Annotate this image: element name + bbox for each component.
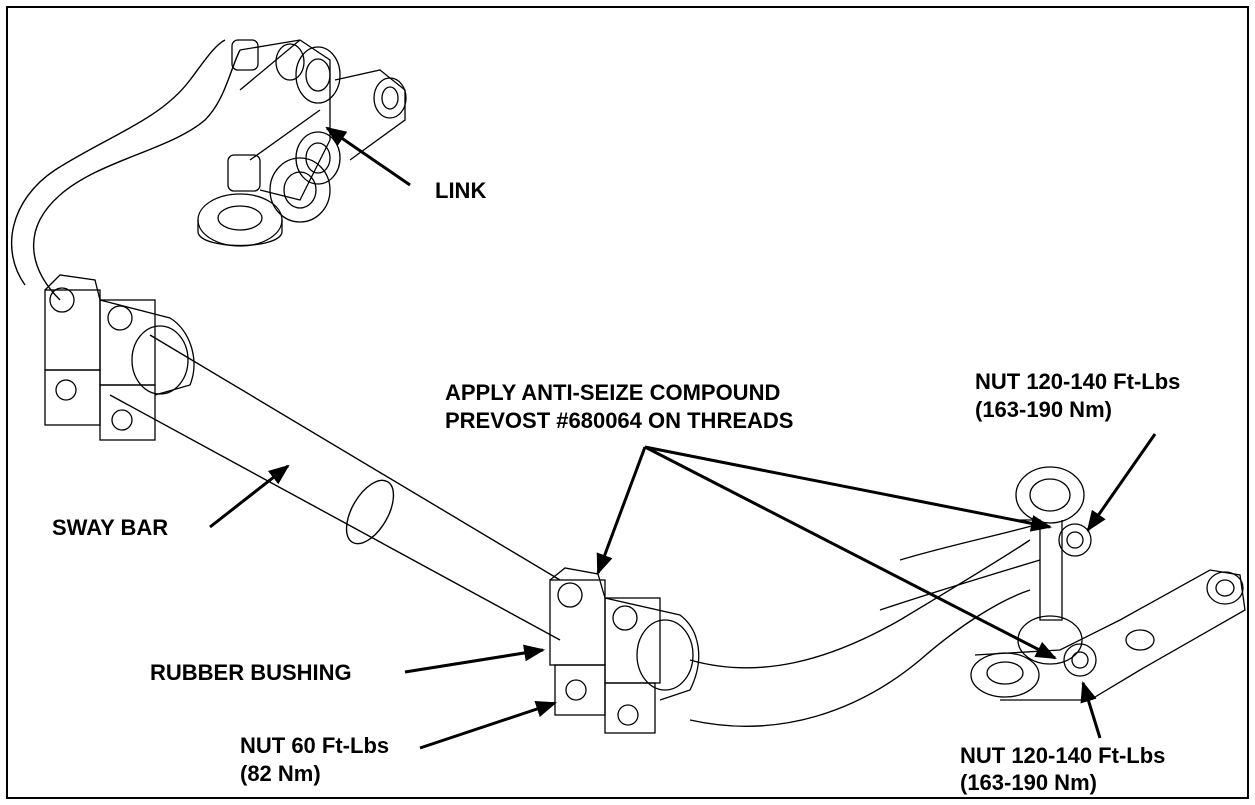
- lower-bushing-block: [549, 567, 700, 734]
- sway-bar-label: SWAY BAR: [52, 515, 169, 540]
- nut-60-leader: [419, 701, 557, 750]
- upper-bushing-block: [44, 274, 195, 441]
- sway-bar: [10, 39, 1041, 727]
- anti-seize-label-line1: APPLY ANTI-SEIZE COMPOUND: [445, 380, 781, 405]
- link-label: LINK: [435, 178, 487, 203]
- nut-bottom-leader: [1080, 680, 1102, 739]
- nut-bottom-label-line2: (163-190 Nm): [960, 770, 1097, 795]
- anti-seize-leader-2: [644, 445, 1053, 532]
- diagram-frame: [6, 6, 1249, 799]
- link-leader: [325, 126, 411, 187]
- nut-top-leader: [1086, 433, 1157, 532]
- rubber-bushing-label: RUBBER BUSHING: [150, 660, 352, 685]
- nut-bottom-label-line1: NUT 120-140 Ft-Lbs: [960, 743, 1166, 768]
- nut-60-label-line1: NUT 60 Ft-Lbs: [240, 733, 390, 758]
- anti-seize-leader-1: [596, 446, 647, 575]
- anti-seize-label-line2: PREVOST #680064 ON THREADS: [445, 408, 794, 433]
- sway-bar-leader: [209, 464, 290, 529]
- anti-seize-leader-3: [644, 445, 1057, 660]
- leader-lines: [209, 126, 1157, 750]
- right-link-assembly: [970, 466, 1246, 701]
- top-link-assembly: [197, 39, 407, 247]
- nut-top-label-line1: NUT 120-140 Ft-Lbs: [975, 369, 1181, 394]
- nut-top-label-line2: (163-190 Nm): [975, 397, 1112, 422]
- nut-60-label-line2: (82 Nm): [240, 761, 321, 786]
- rubber-bushing-leader: [404, 644, 546, 674]
